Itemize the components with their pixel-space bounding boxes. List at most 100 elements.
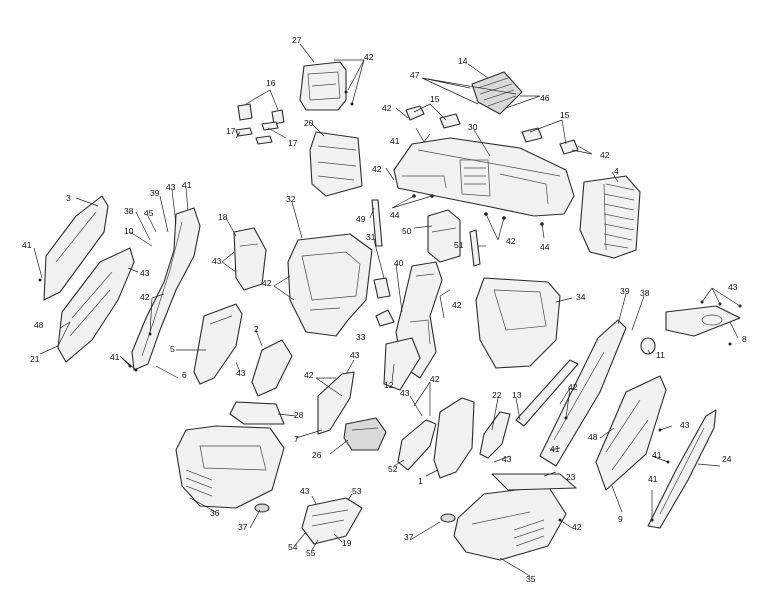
part-22-panel	[479, 411, 511, 459]
callout-33: 33	[356, 332, 366, 342]
callout-43: 43	[680, 420, 690, 430]
fastener-dots	[38, 90, 742, 522]
callout-43: 43	[236, 368, 246, 378]
callout-37: 37	[404, 532, 414, 542]
callout-48: 48	[34, 320, 44, 330]
callout-43: 43	[728, 282, 738, 292]
callout-51: 51	[454, 240, 464, 250]
part-34-floor	[475, 277, 561, 369]
callout-42: 42	[506, 236, 516, 246]
callout-23: 23	[566, 472, 576, 482]
callout-24: 24	[722, 454, 732, 464]
callout-42: 42	[372, 164, 382, 174]
callout-15: 15	[430, 94, 440, 104]
part-35-lower-body	[453, 485, 567, 561]
callout-34: 34	[576, 292, 586, 302]
callout-13: 13	[512, 390, 522, 400]
callout-43: 43	[140, 268, 150, 278]
callout-15: 15	[560, 110, 570, 120]
callout-52: 52	[388, 464, 398, 474]
callout-42: 42	[364, 52, 374, 62]
callout-49: 49	[356, 214, 366, 224]
callout-22: 22	[492, 390, 502, 400]
callout-35: 35	[526, 574, 536, 584]
part-2-bracket	[251, 339, 293, 397]
callout-44: 44	[540, 242, 550, 252]
callout-41: 41	[652, 450, 662, 460]
callout-16: 16	[266, 78, 276, 88]
callout-42: 42	[430, 374, 440, 384]
callout-32: 32	[286, 194, 296, 204]
part-3-panel	[43, 195, 109, 301]
part-24-panel	[647, 409, 717, 529]
part-7-trim	[317, 371, 355, 435]
callout-1: 1	[418, 476, 423, 486]
callout-10: 10	[124, 226, 134, 236]
part-11-cap	[640, 337, 656, 355]
callout-55: 55	[306, 548, 316, 558]
callout-28: 28	[294, 410, 304, 420]
callout-6: 6	[182, 370, 187, 380]
part-37-grommet-left	[254, 503, 270, 513]
callout-42: 42	[304, 370, 314, 380]
part-26-block	[343, 417, 387, 451]
callout-43: 43	[300, 486, 310, 496]
callout-43: 43	[400, 388, 410, 398]
callout-44: 44	[390, 210, 400, 220]
part-32-floor	[287, 233, 373, 337]
callout-38: 38	[124, 206, 134, 216]
callout-2: 2	[254, 324, 259, 334]
callout-14: 14	[458, 56, 468, 66]
callout-5: 5	[170, 344, 175, 354]
callout-20: 20	[304, 118, 314, 128]
leader-lines	[33, 43, 741, 577]
callout-42: 42	[140, 292, 150, 302]
callout-41: 41	[550, 444, 560, 454]
part-15-vents	[405, 105, 579, 155]
callout-39: 39	[620, 286, 630, 296]
part-1-panel	[433, 397, 475, 479]
part-27-storage-bin	[299, 61, 347, 111]
callout-42: 42	[568, 382, 578, 392]
callout-42: 42	[382, 103, 392, 113]
part-19-shield	[301, 497, 363, 545]
callout-42: 42	[262, 278, 272, 288]
part-30-dashboard	[393, 137, 575, 217]
callout-17: 17	[226, 126, 236, 136]
callout-46: 46	[540, 93, 550, 103]
callout-3: 3	[66, 193, 71, 203]
callout-9: 9	[618, 514, 623, 524]
callout-43: 43	[212, 256, 222, 266]
callout-47: 47	[410, 70, 420, 80]
part-23-board	[491, 473, 577, 491]
callout-43: 43	[502, 454, 512, 464]
callout-30: 30	[468, 122, 478, 132]
callout-43: 43	[166, 182, 176, 192]
part-37-grommet-right	[440, 513, 456, 523]
part-52-panel	[397, 419, 437, 471]
callout-41: 41	[648, 474, 658, 484]
callout-45: 45	[144, 208, 154, 218]
callout-48: 48	[588, 432, 598, 442]
callout-7: 7	[294, 434, 299, 444]
part-18-trim	[233, 227, 267, 291]
part-50-cover	[427, 209, 461, 263]
part-28-tray	[229, 401, 285, 425]
callout-41: 41	[390, 136, 400, 146]
part-5-panel	[193, 303, 243, 385]
callout-21: 21	[30, 354, 40, 364]
part-49-rod	[371, 199, 383, 247]
part-36-lower-body	[175, 425, 285, 509]
callout-labels: 27 42 16 17 17 20 14 47 46 42 15 15 41 3…	[22, 35, 747, 584]
callout-12: 12	[384, 380, 394, 390]
callout-43: 43	[350, 350, 360, 360]
part-16-17-clips	[235, 103, 285, 145]
part-9-door	[595, 375, 667, 491]
part-20-panel	[309, 131, 363, 197]
callout-38: 38	[640, 288, 650, 298]
part-6-pillar	[131, 207, 201, 371]
part-4-grille	[579, 175, 641, 259]
callout-36: 36	[210, 508, 220, 518]
callout-50: 50	[402, 226, 412, 236]
